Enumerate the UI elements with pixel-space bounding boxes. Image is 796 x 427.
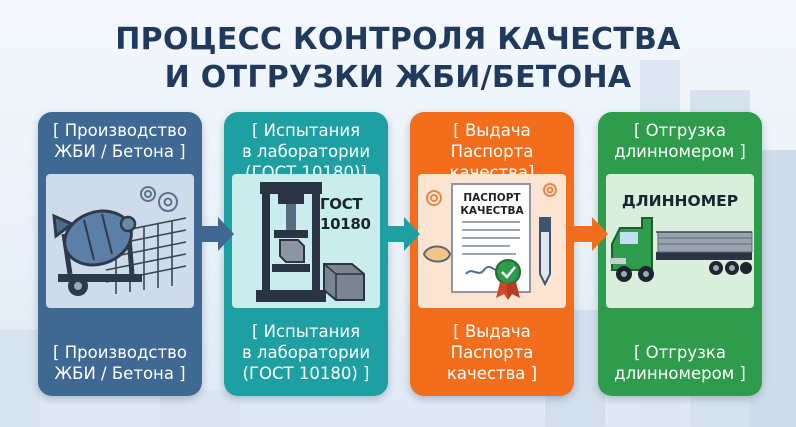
quality-passport-icon: ПАСПОРТ КАЧЕСТВА [418,174,566,308]
gost-label: ГОСТ 10180 [320,195,371,233]
step-footer: [ Производство ЖБИ / Бетона ] [53,343,187,383]
concrete-mixer-icon [46,174,194,308]
step-card-production: [ Производство ЖБИ / Бетона ] [38,112,202,396]
arrow-right-icon [574,217,608,251]
truck-label: ДЛИННОМЕР [621,192,739,210]
step-card-shipping: [ Отгрузка длинномером ] [598,112,762,396]
step-footer: [ Испытания в лаборатории (ГОСТ 10180) ] [241,322,371,383]
step-card-quality-passport: [ Выдача Паспорта качества] ПАСПО [410,112,574,396]
passport-title: ПАСПОРТ КАЧЕСТВА [460,192,524,217]
arrow-right-icon [200,217,234,251]
title-line-1: ПРОЦЕСС КОНТРОЛЯ КАЧЕСТВА [115,22,681,57]
arrow-right-icon [386,217,420,251]
hydraulic-press-icon: ГОСТ 10180 [232,174,380,308]
step-header: [ Отгрузка длинномером ] [614,121,746,161]
step-footer: [ Выдача Паспорта качества ] [446,322,538,383]
step-card-lab-testing: [ Испытания в лаборатории (ГОСТ 10180)] … [224,112,388,396]
long-truck-icon: ДЛИННОМЕР [606,174,754,308]
step-header: [ Производство ЖБИ / Бетона ] [53,121,187,161]
title-line-2: И ОТГРУЗКИ ЖБИ/БЕТОНА [164,60,632,95]
step-footer: [ Отгрузка длинномером ] [614,343,746,383]
